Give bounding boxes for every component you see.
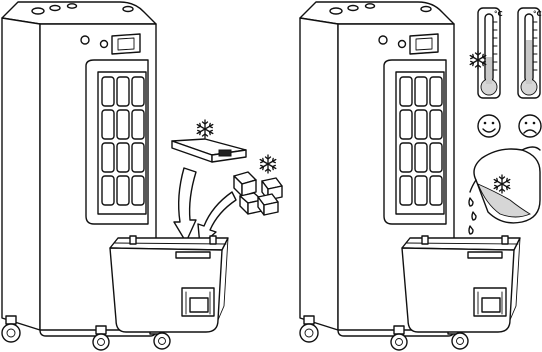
snowflake-icon xyxy=(196,119,214,139)
thermometer-unit-label: °C xyxy=(494,10,503,18)
cold-thermometer: °C xyxy=(477,7,503,99)
left-panel-adding-ice xyxy=(1,1,283,351)
water-tank-right xyxy=(401,235,521,333)
warm-thermometer-level xyxy=(526,40,532,84)
right-panel-temperature: °C °C xyxy=(299,1,542,351)
water-drops xyxy=(468,197,477,235)
water-jug-icon xyxy=(469,146,541,224)
arrow-ice-pack-to-tank xyxy=(173,167,197,243)
smiley-face-icon xyxy=(477,114,501,138)
warm-thermometer: °C xyxy=(517,7,542,99)
thermometer-unit-label: °C xyxy=(533,10,542,18)
water-tank-left xyxy=(109,235,229,333)
ice-pack xyxy=(171,138,247,163)
ice-cubes xyxy=(233,171,283,216)
sad-face-icon xyxy=(518,114,542,138)
cold-thermometer-level xyxy=(486,57,492,84)
snowflake-icon xyxy=(259,154,277,174)
